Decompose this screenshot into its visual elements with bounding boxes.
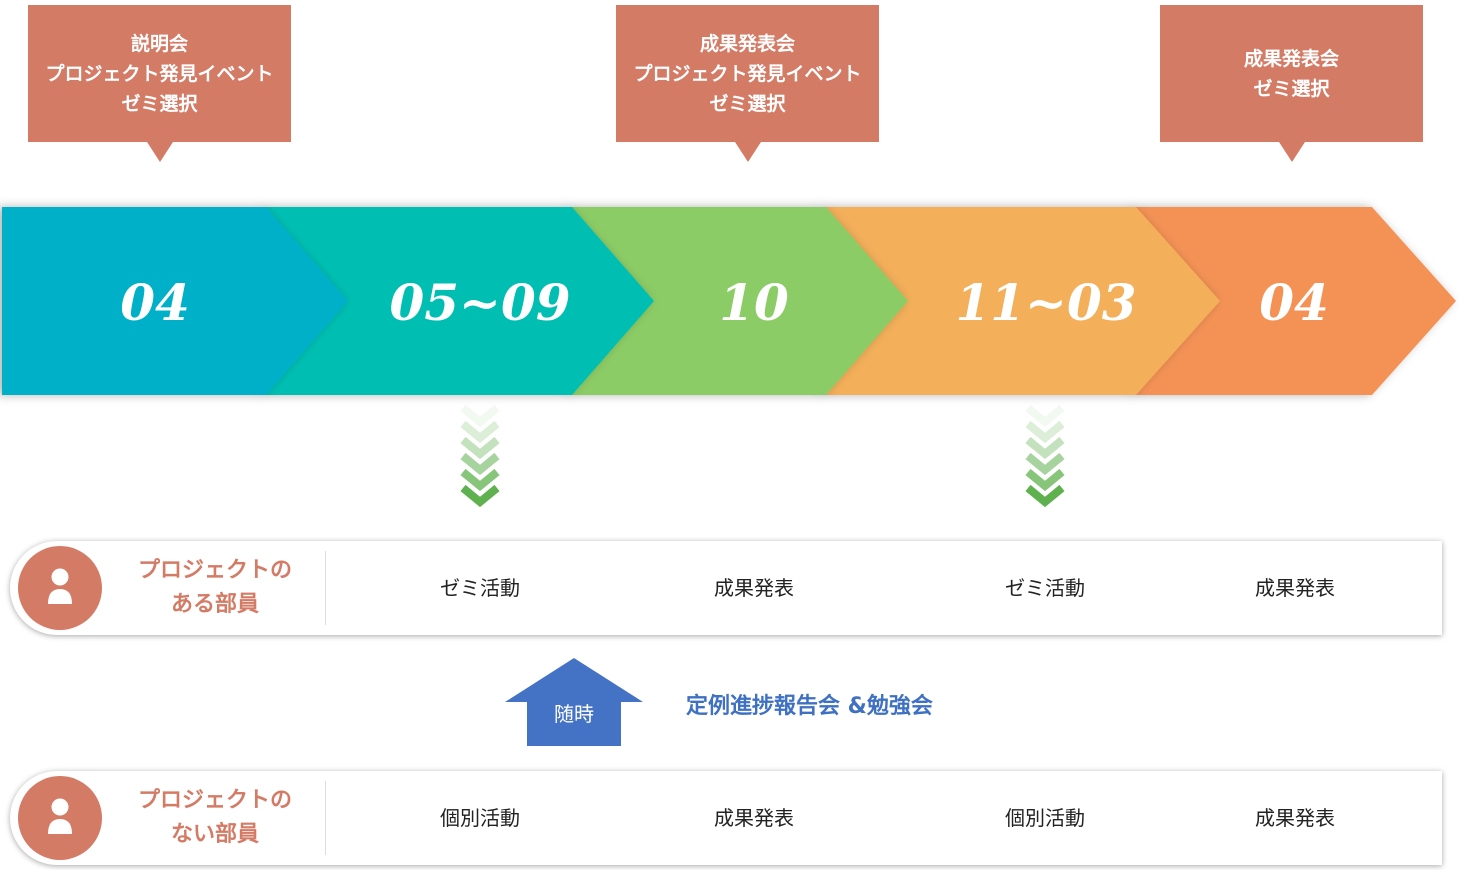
- row-title-line: プロジェクトの: [137, 788, 292, 813]
- callout-line: ゼミ選択: [709, 92, 786, 115]
- row-title-line: プロジェクトの: [137, 558, 292, 583]
- row-cell: 成果発表: [714, 576, 794, 600]
- divider: [325, 781, 326, 855]
- phase-segment: [264, 207, 654, 395]
- avatar: [18, 776, 102, 860]
- callout-line: 成果発表会: [1243, 47, 1339, 70]
- row-cell: 成果発表: [714, 806, 794, 830]
- phase-label: 05~09: [389, 273, 570, 332]
- row-cell: 成果発表: [1255, 806, 1335, 830]
- row-title: プロジェクトの ない部員: [115, 784, 315, 852]
- phase-segment: [570, 207, 908, 395]
- callout-line: ゼミ選択: [1253, 77, 1330, 100]
- callout-line: プロジェクト発見イベント: [45, 62, 274, 85]
- row-title-line: ない部員: [170, 822, 259, 847]
- phase-segment: [2, 207, 348, 395]
- chevron-down-icon: [1025, 404, 1065, 508]
- meeting-label: 定例進捗報告会 &勉強会: [686, 694, 933, 719]
- callout-kickoff: 説明会 プロジェクト発見イベント ゼミ選択: [28, 5, 291, 162]
- row-title-line: ある部員: [170, 592, 259, 617]
- callout-line: ゼミ選択: [121, 92, 198, 115]
- row-title: プロジェクトの ある部員: [115, 554, 315, 622]
- phase-label: 10: [719, 273, 789, 332]
- phase-label: 04: [1259, 273, 1329, 332]
- arrow-up-icon: 随時: [505, 658, 643, 746]
- row-cell: 個別活動: [440, 806, 520, 830]
- callout-october: 成果発表会 プロジェクト発見イベント ゼミ選択: [616, 5, 879, 162]
- callout-line: 説明会: [130, 32, 188, 55]
- person-icon: [48, 798, 72, 834]
- timeline-arrow: 04 05~09 10 11~03 04: [2, 207, 1456, 395]
- person-icon: [48, 568, 72, 604]
- callout-line: プロジェクト発見イベント: [633, 62, 862, 85]
- row-cell: 個別活動: [1005, 806, 1085, 830]
- phase-label: 04: [120, 273, 190, 332]
- row-cell: 成果発表: [1255, 576, 1335, 600]
- row-cell: ゼミ活動: [1005, 576, 1085, 600]
- member-row-without-project: プロジェクトの ない部員 個別活動 成果発表 個別活動 成果発表: [10, 771, 1442, 865]
- callout-april: 成果発表会 ゼミ選択: [1160, 5, 1423, 162]
- phase-segment: [824, 207, 1220, 395]
- member-row-with-project: プロジェクトの ある部員 ゼミ活動 成果発表 ゼミ活動 成果発表: [10, 541, 1442, 635]
- row-cell: ゼミ活動: [440, 576, 520, 600]
- callout-line: 成果発表会: [699, 32, 795, 55]
- arrow-label: 随時: [554, 702, 594, 726]
- divider: [325, 551, 326, 625]
- phase-segment: [1134, 207, 1456, 395]
- phase-label: 11~03: [955, 273, 1136, 332]
- avatar: [18, 546, 102, 630]
- chevron-down-icon: [460, 404, 500, 508]
